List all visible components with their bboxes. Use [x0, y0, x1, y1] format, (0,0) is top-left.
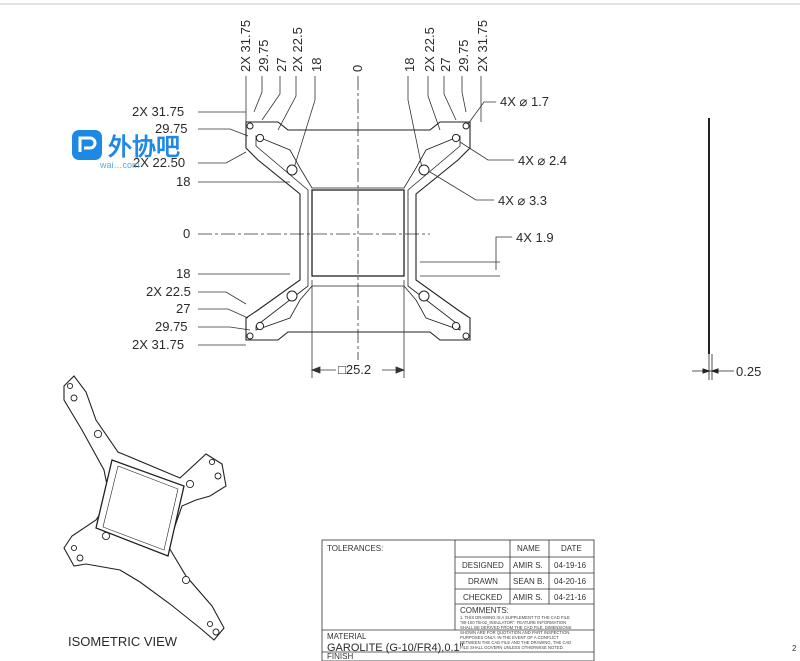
isometric-holes — [66, 382, 222, 636]
left-dimensions: 2X 31.75 29.75 2X 22.50 18 0 18 2X 22.5 … — [132, 104, 191, 352]
top-dim-right-4: 2X 31.75 — [475, 20, 490, 72]
row-name: AMIR S. — [513, 561, 543, 570]
hole-mid-tr — [451, 133, 461, 143]
left-dim-center: 0 — [183, 226, 190, 241]
logo-name: 外协吧 — [108, 133, 180, 161]
top-dim-right-0: 18 — [402, 58, 417, 72]
iso-center-square — [95, 459, 185, 557]
hole-mid-tl — [255, 133, 265, 143]
left-dim-upper-3: 18 — [176, 174, 190, 189]
hole-large-tl — [286, 164, 298, 176]
row-date: 04-19-16 — [554, 561, 587, 570]
part-outline — [245, 121, 471, 341]
callout-hole-large: 4X ⌀ 3.3 — [498, 193, 547, 208]
row-label: CHECKED — [463, 593, 502, 602]
comments-text: 1. THIS DRAWING IS A SUPPLEMENT TO THE C… — [460, 615, 572, 650]
comments-label: COMMENTS: — [460, 606, 509, 615]
top-dim-right-2: 27 — [438, 58, 453, 72]
title-block — [321, 539, 595, 661]
comment-line: SHALL BE DERIVED FROM THE CAD FILE. DIME… — [460, 625, 572, 630]
hole-large-bl — [286, 290, 298, 302]
left-dim-upper-1: 29.75 — [155, 121, 188, 136]
hole-small-bl — [246, 332, 254, 340]
hole-large-tr — [418, 164, 430, 176]
comment-line: "80-100 TB-02_INSULATOR". FEATURE INFORM… — [460, 620, 566, 625]
left-dim-lower-4: 2X 31.75 — [132, 337, 184, 352]
top-dim-left-2: 27 — [274, 58, 289, 72]
logo-icon — [72, 130, 102, 160]
top-dim-left-3: 2X 22.5 — [290, 27, 305, 72]
mounting-holes — [246, 122, 470, 340]
callout-thickness: 4X 1.9 — [516, 230, 554, 245]
row-date: 04-20-16 — [554, 577, 587, 586]
row-label: DESIGNED — [462, 561, 504, 570]
isometric-label: ISOMETRIC VIEW — [68, 634, 178, 649]
comment-line: 1. THIS DRAWING IS A SUPPLEMENT TO THE C… — [460, 615, 570, 620]
part-front-view — [245, 121, 471, 341]
comment-line: FILE SHALL GOVERN UNLESS OTHERWISE NOTED… — [460, 645, 564, 650]
logo-url: wai…com — [99, 160, 140, 170]
callout-hole-small: 4X ⌀ 1.7 — [500, 94, 549, 109]
left-dim-lower-2: 27 — [176, 301, 190, 316]
left-dim-lower-1: 2X 22.5 — [146, 284, 191, 299]
callout-hole-mid: 4X ⌀ 2.4 — [518, 153, 567, 168]
top-dim-center: 0 — [350, 65, 365, 72]
hole-mid-br — [451, 321, 461, 331]
left-dim-upper-2: 2X 22.50 — [133, 155, 185, 170]
row-name: AMIR S. — [513, 593, 543, 602]
header-name: NAME — [517, 544, 540, 553]
top-dimensions: 2X 31.75 29.75 27 2X 22.5 18 0 18 2X 22.… — [238, 20, 490, 72]
top-dim-right-3: 29.75 — [456, 39, 471, 72]
isometric-view — [63, 375, 227, 641]
square-dimension — [310, 280, 406, 378]
watermark-logo: 外协吧 wai…com — [72, 130, 180, 170]
left-dim-lower-3: 29.75 — [155, 319, 188, 334]
right-callout-leaders — [420, 101, 514, 277]
header-date: DATE — [561, 544, 582, 553]
comment-line: SHOWN ARE FOR QUOTATION AND PART INSPECT… — [460, 630, 569, 635]
row-date: 04-21-16 — [554, 593, 587, 602]
left-leaders — [198, 111, 430, 346]
tolerances-label: TOLERANCES: — [327, 544, 383, 553]
material-label: MATERIAL — [327, 632, 367, 641]
center-square — [311, 189, 405, 277]
hole-large-br — [418, 290, 430, 302]
row-label: DRAWN — [468, 577, 498, 586]
callout-square: □25.2 — [338, 362, 371, 377]
top-dim-left-1: 29.75 — [256, 39, 271, 72]
material-value: GAROLITE (G-10/FR4),0.1" — [327, 642, 464, 654]
callout-side-thickness: 0.25 — [736, 364, 761, 379]
hole-mid-bl — [255, 321, 265, 331]
hole-small-tl — [246, 122, 254, 130]
top-leaders — [245, 76, 482, 360]
top-dim-left-0: 2X 31.75 — [238, 20, 253, 72]
hole-small-tr — [462, 122, 470, 130]
comment-line: BETWEEN THE CAD FILE AND THE DRAWING, TH… — [460, 640, 571, 645]
left-dim-upper-0: 2X 31.75 — [132, 104, 184, 119]
row-name: SEAN B. — [513, 577, 545, 586]
signoff-rows: DESIGNED AMIR S. 04-19-16 DRAWN SEAN B. … — [462, 561, 587, 602]
left-dim-lower-0: 18 — [176, 266, 190, 281]
top-dim-right-1: 2X 22.5 — [422, 27, 437, 72]
side-view — [692, 118, 734, 380]
hole-small-br — [462, 332, 470, 340]
top-dim-left-4: 18 — [309, 58, 324, 72]
comment-line: PURPOSES ONLY. IN THE EVENT OF A CONFLIC… — [460, 635, 559, 640]
page-mark: 2 — [792, 644, 797, 653]
finish-label: FINISH — [327, 652, 353, 661]
